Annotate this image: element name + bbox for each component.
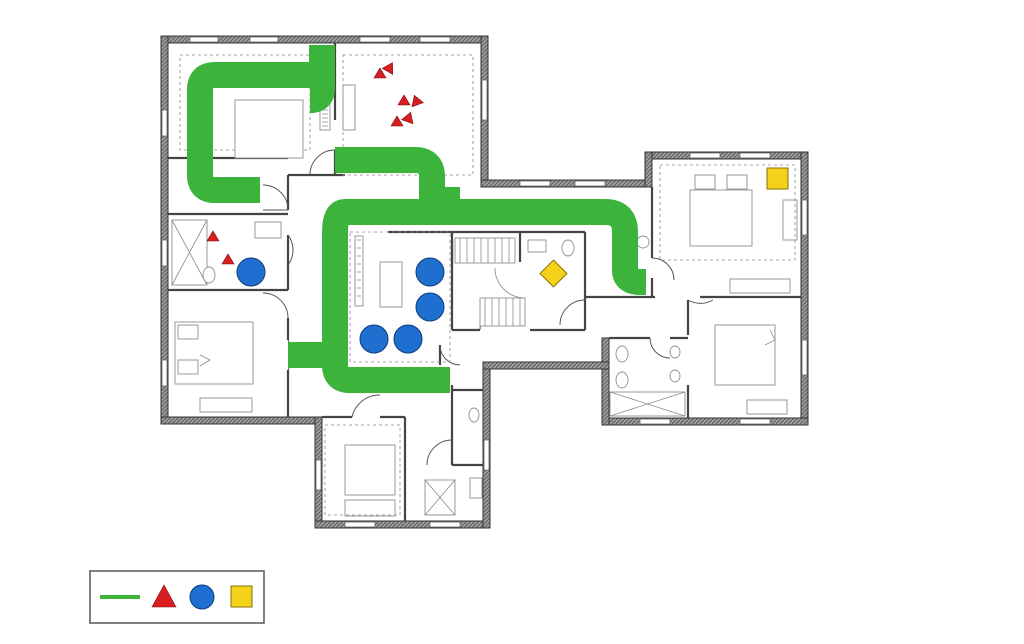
furniture [171,54,798,517]
blue-circle-icon [393,324,423,354]
legend [89,570,265,624]
red-triangle-icon [401,111,414,125]
blue-circle-markers [236,257,445,354]
blue-circle-icon [415,292,445,322]
red-triangle-markers [206,62,424,265]
red-triangle-icon [221,253,235,265]
blue-circle-icon [189,584,215,610]
blue-circle-icon [236,257,266,287]
red-triangle-icon [373,67,387,79]
red-triangle-icon [411,94,424,108]
red-triangle-icon [390,115,404,127]
red-triangle-icon [206,230,220,242]
route-path [187,45,653,393]
yellow-square-icon [230,585,253,608]
blue-circle-icon [415,257,445,287]
red-triangle-icon [397,94,411,106]
yellow-square-icon [766,167,789,190]
blue-circle-icon [359,324,389,354]
red-triangle-icon [381,62,394,75]
interior-walls [168,43,801,521]
yellow-markers [539,167,789,288]
yellow-diamond-icon [539,259,568,288]
red-triangle-icon [151,584,177,608]
windows [161,36,808,528]
